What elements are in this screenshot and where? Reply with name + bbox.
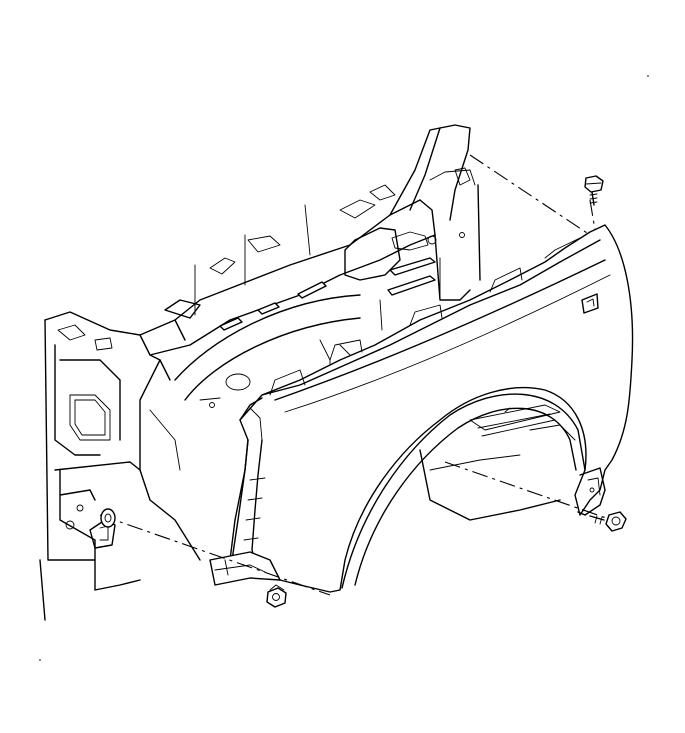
dot-mark xyxy=(39,659,41,661)
alignment-lines xyxy=(99,154,613,596)
rear-bolt xyxy=(589,511,627,532)
front-lower-nut xyxy=(266,584,287,608)
inner-body-structure xyxy=(39,124,576,621)
top-bolt xyxy=(584,175,604,206)
dot-mark xyxy=(647,75,649,77)
fender-panel xyxy=(209,224,634,593)
body-bolt-hole xyxy=(100,508,116,528)
